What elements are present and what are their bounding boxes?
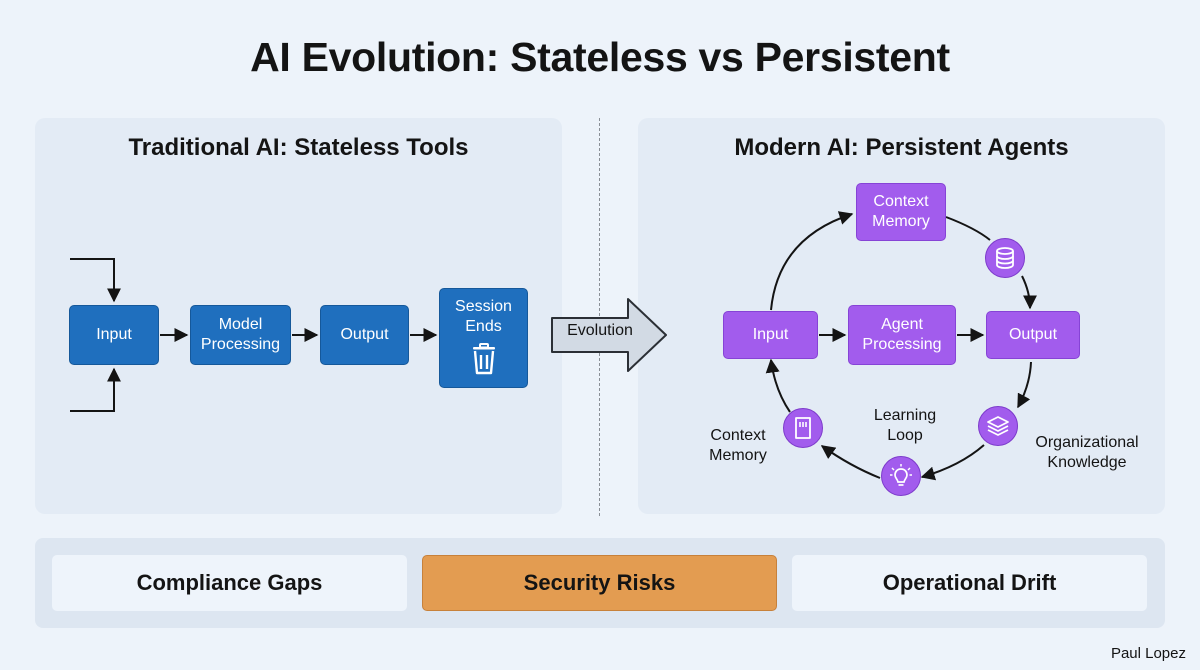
author-credit: Paul Lopez <box>1110 645 1186 662</box>
database-icon <box>985 238 1025 278</box>
lightbulb-icon <box>881 456 921 496</box>
db-to-output-arc <box>1021 275 1037 310</box>
memory-card-icon <box>783 408 823 448</box>
modern-ai-title: Modern AI: Persistent Agents <box>734 134 1069 161</box>
input-feed-bottom-arrow <box>70 367 121 412</box>
left-output-box: Output <box>320 305 409 365</box>
model-processing-box: Model Processing <box>190 305 291 365</box>
right-output-box: Output <box>986 311 1080 359</box>
right-output-label: Output <box>1008 326 1058 343</box>
layers-icon <box>978 406 1018 446</box>
operational-drift-box: Operational Drift <box>792 555 1147 611</box>
evolution-arrow <box>551 298 667 372</box>
context-memory-box: Context Memory <box>856 183 946 241</box>
card-to-input-arc <box>765 358 791 413</box>
risk-bar: Compliance Gaps Security Risks Operation… <box>35 538 1165 628</box>
bulb-to-card-arc <box>820 445 881 479</box>
output-to-layers-arc <box>1017 361 1032 409</box>
left-input-label: Input <box>96 326 132 343</box>
security-risks-box: Security Risks <box>422 555 777 611</box>
input-feed-top-arrow <box>70 258 121 303</box>
compliance-gaps-box: Compliance Gaps <box>52 555 407 611</box>
agent-processing-label: Agent Processing <box>862 316 942 353</box>
context-memory-side-label: Context Memory <box>709 427 767 464</box>
left-output-label: Output <box>340 326 389 343</box>
session-ends-label: Session Ends <box>455 298 512 335</box>
left-input-box: Input <box>69 305 159 365</box>
right-input-label: Input <box>752 326 789 343</box>
traditional-ai-title: Traditional AI: Stateless Tools <box>128 134 469 161</box>
session-ends-box: Session Ends <box>439 288 528 388</box>
input-to-memory-arc <box>770 211 854 311</box>
right-input-box: Input <box>723 311 818 359</box>
memory-to-db-arc <box>945 216 991 241</box>
evolution-label: Evolution <box>567 322 633 339</box>
agent-processing-box: Agent Processing <box>848 305 956 365</box>
learning-loop-label: Learning Loop <box>873 407 937 444</box>
model-processing-label: Model Processing <box>200 316 281 353</box>
trash-icon <box>470 343 498 381</box>
layers-to-bulb-arc <box>920 444 985 481</box>
page-title: AI Evolution: Stateless vs Persistent <box>250 34 950 80</box>
organizational-knowledge-label: Organizational Knowledge <box>1035 434 1139 471</box>
context-memory-label: Context Memory <box>872 193 930 230</box>
